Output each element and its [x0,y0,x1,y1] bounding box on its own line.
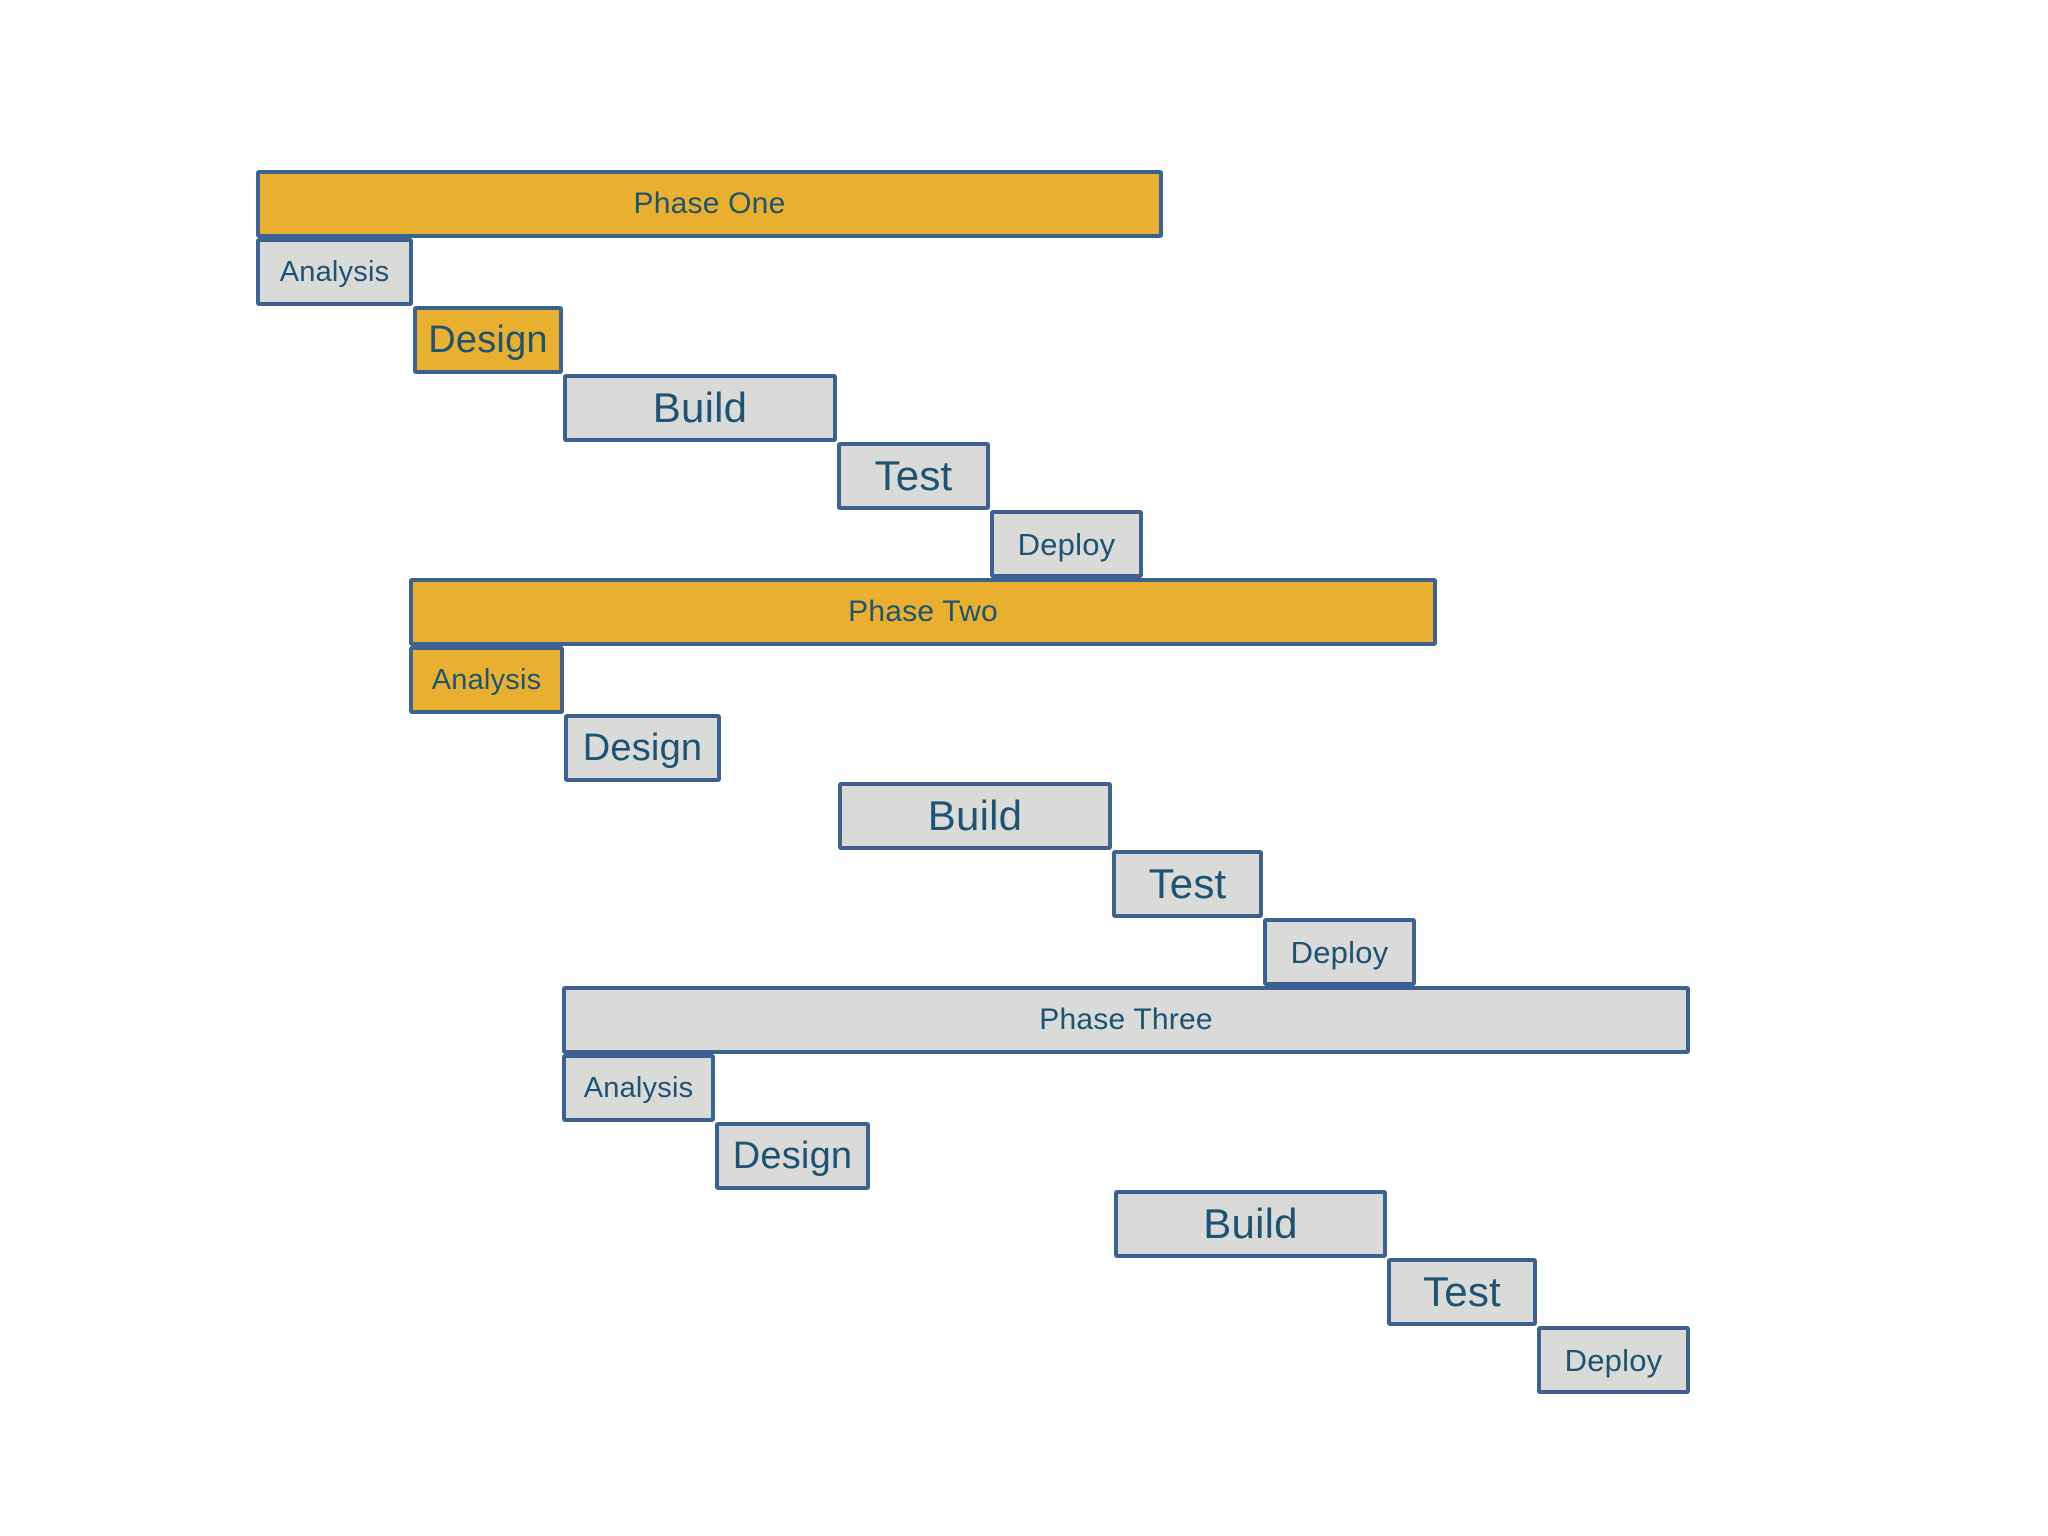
task-bar-1-build: Build [563,374,837,442]
task-bar-2-analysis: Analysis [409,646,564,714]
task-bar-2-build: Build [838,782,1112,850]
phase-bar-1-phase-one: Phase One [256,170,1163,238]
task-bar-3-build: Build [1114,1190,1387,1258]
task-bar-3-deploy: Deploy [1537,1326,1690,1394]
task-bar-3-design: Design [715,1122,870,1190]
task-bar-1-deploy: Deploy [990,510,1143,578]
phase-bar-2-phase-two: Phase Two [409,578,1437,646]
task-bar-1-design: Design [413,306,563,374]
phase-bar-3-phase-three: Phase Three [562,986,1690,1054]
task-bar-1-test: Test [837,442,990,510]
task-bar-2-test: Test [1112,850,1263,918]
task-bar-3-analysis: Analysis [562,1054,715,1122]
task-bar-2-deploy: Deploy [1263,918,1416,986]
task-bar-3-test: Test [1387,1258,1537,1326]
task-bar-1-analysis: Analysis [256,238,413,306]
task-bar-2-design: Design [564,714,721,782]
